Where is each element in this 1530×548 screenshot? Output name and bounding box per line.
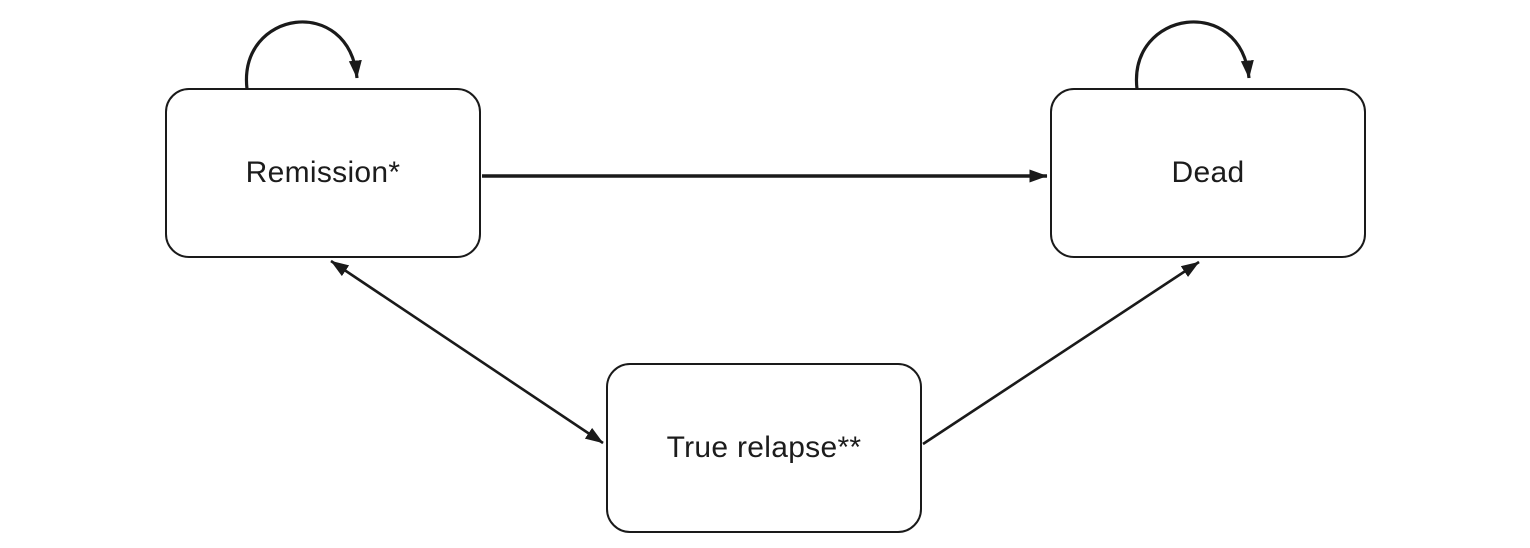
true-relapse-to-dead-arrow <box>922 260 1200 446</box>
dead-self-loop-arrow <box>1135 20 1254 90</box>
state-label-remission: Remission* <box>245 156 401 189</box>
state-node-true-relapse: True relapse** <box>606 363 922 533</box>
state-node-remission: Remission* <box>165 88 481 258</box>
state-label-true-relapse: True relapse** <box>666 431 862 464</box>
state-node-dead: Dead <box>1050 88 1366 258</box>
state-label-dead: Dead <box>1171 156 1245 189</box>
remission-true-relapse-bidirectional-arrow <box>330 259 604 445</box>
remission-self-loop-arrow <box>245 20 362 90</box>
